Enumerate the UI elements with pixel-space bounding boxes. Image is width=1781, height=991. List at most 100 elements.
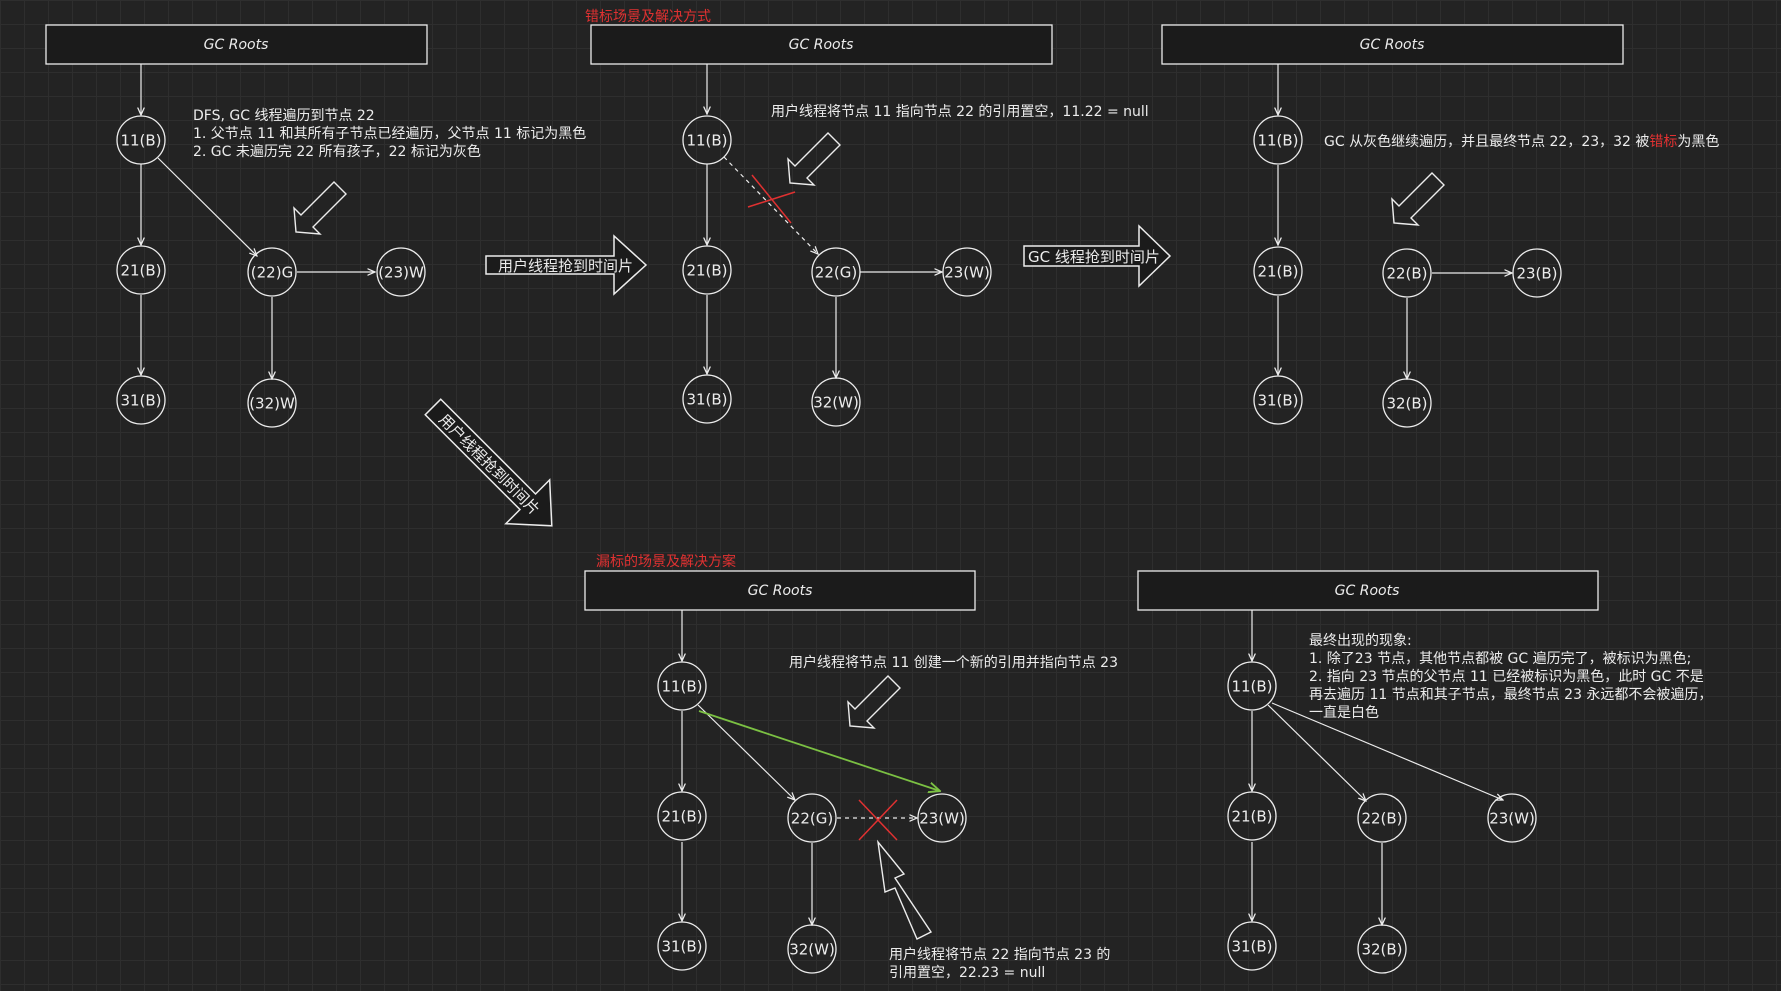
node-21 — [657, 791, 707, 841]
node-22-label: 22(B) — [1386, 265, 1427, 283]
node-11-label: 11(B) — [120, 132, 161, 150]
node-32 — [247, 378, 297, 428]
note-line-3: 2. 指向 23 节点的父节点 11 已经被标识为黑色，此时 GC 不是 — [1309, 668, 1704, 685]
node-11 — [116, 115, 166, 165]
note-line-5: 一直是白色 — [1309, 704, 1379, 721]
node-31 — [116, 375, 166, 425]
node-31-label: 31(B) — [1257, 392, 1298, 410]
note-line-2: 1. 除了23 节点，其他节点都被 GC 遍历完了，被标识为黑色; — [1309, 650, 1691, 667]
node-11 — [1227, 661, 1277, 711]
node-21-label: 21(B) — [1231, 808, 1272, 826]
node-31-label: 31(B) — [661, 938, 702, 956]
gc-roots-box — [45, 24, 428, 65]
node-32-label: 32(B) — [1386, 395, 1427, 413]
note-2-line-2: 引用置空，22.23 = null — [889, 965, 1045, 981]
node-31 — [1253, 375, 1303, 425]
panel-4: 漏标的场景及解决方案 GC Roots 11(B) 21(B) 22(G) 23… — [584, 553, 1118, 981]
pointer-arrow — [787, 132, 841, 186]
node-11-label: 11(B) — [661, 678, 702, 696]
node-22-label: 22(G) — [815, 264, 857, 282]
node-32-label: (32)W — [249, 395, 295, 413]
node-21 — [1227, 791, 1277, 841]
node-23 — [1512, 248, 1562, 298]
node-32 — [1357, 924, 1407, 974]
panel-3: GC Roots 11(B) 21(B) 22(B) 23(B) 31(B) 3… — [1161, 24, 1719, 428]
panel-title: 错标场景及解决方式 — [585, 9, 711, 25]
node-31-label: 31(B) — [686, 391, 727, 409]
node-21-label: 21(B) — [686, 262, 727, 280]
node-21-label: 21(B) — [661, 808, 702, 826]
node-21-label: 21(B) — [1257, 263, 1298, 281]
node-11 — [657, 661, 707, 711]
note: 用户线程将节点 11 创建一个新的引用并指向节点 23 — [789, 654, 1118, 671]
node-11 — [682, 115, 732, 165]
pointer-arrow — [847, 675, 901, 729]
node-22 — [787, 793, 837, 843]
node-31-label: 31(B) — [120, 392, 161, 410]
note: 用户线程将节点 11 指向节点 22 的引用置空，11.22 = null — [771, 103, 1149, 120]
node-23-label: 23(W) — [1489, 810, 1535, 828]
node-32-label: 32(B) — [1361, 941, 1402, 959]
node-22-label: 22(G) — [791, 810, 833, 828]
node-11-label: 11(B) — [686, 132, 727, 150]
gc-roots-label: GC Roots — [1360, 37, 1425, 53]
note-line-2: 1. 父节点 11 和其所有子节点已经遍历，父节点 11 标记为黑色 — [193, 125, 586, 142]
node-11-label: 11(B) — [1231, 678, 1272, 696]
flow-arrow-3: 用户线程抢到时间片 — [424, 398, 553, 527]
gc-roots-label: GC Roots — [1335, 583, 1400, 599]
node-32 — [787, 924, 837, 974]
node-32-label: 32(W) — [789, 941, 835, 959]
node-21 — [682, 245, 732, 295]
flow-arrow-1: 用户线程抢到时间片 — [485, 234, 648, 296]
node-23-label: 23(B) — [1516, 265, 1557, 283]
node-11-label: 11(B) — [1257, 132, 1298, 150]
node-31-label: 31(B) — [1231, 938, 1272, 956]
node-31 — [657, 921, 707, 971]
flow-arrow-1-label: 用户线程抢到时间片 — [498, 257, 633, 275]
node-22 — [811, 247, 861, 297]
note-line-4: 再去遍历 11 节点和其子节点，最终节点 23 永远都不会被遍历， — [1309, 687, 1712, 703]
gc-roots-box — [584, 570, 976, 611]
node-21 — [1253, 246, 1303, 296]
node-23 — [1487, 793, 1537, 843]
gc-roots-box — [1161, 24, 1624, 65]
panel-2: 错标场景及解决方式 GC Roots 11(B) 21(B) 22(G) 23(… — [585, 9, 1149, 427]
note-line-1: 最终出现的现象: — [1309, 633, 1412, 649]
gc-roots-box — [590, 24, 1053, 65]
gc-roots-label: GC Roots — [748, 583, 813, 599]
node-23 — [942, 247, 992, 297]
node-22 — [247, 247, 297, 297]
node-31 — [1227, 921, 1277, 971]
node-21-label: 21(B) — [120, 262, 161, 280]
flow-arrow-3-label: 用户线程抢到时间片 — [435, 411, 543, 519]
note-2-line-1: 用户线程将节点 22 指向节点 23 的 — [889, 946, 1110, 963]
node-21 — [116, 245, 166, 295]
note-line-3: 2. GC 未遍历完 22 所有孩子，22 标记为灰色 — [193, 143, 481, 160]
node-23 — [917, 793, 967, 843]
panel-1: GC Roots 11(B) 21(B) (22)G (23)W 31(B) (… — [45, 24, 586, 428]
flow-arrow-2-label: GC 线程抢到时间片 — [1028, 248, 1160, 266]
node-32-label: 32(W) — [813, 394, 859, 412]
note: GC 从灰色继续遍历，并且最终节点 22，23，32 被错标为黑色 — [1324, 133, 1719, 150]
pointer-arrow — [293, 181, 347, 235]
gc-roots-box — [1137, 570, 1599, 611]
node-23-label: (23)W — [378, 264, 424, 282]
node-22 — [1357, 793, 1407, 843]
node-32 — [1382, 378, 1432, 428]
node-11 — [1253, 115, 1303, 165]
node-31 — [682, 374, 732, 424]
node-22-label: (22)G — [251, 264, 293, 282]
node-22-label: 22(B) — [1361, 810, 1402, 828]
flow-arrow-2: GC 线程抢到时间片 — [1023, 224, 1172, 288]
node-32 — [811, 377, 861, 427]
node-23-label: 23(W) — [919, 810, 965, 828]
node-23-label: 23(W) — [944, 264, 990, 282]
pointer-arrow-up — [876, 839, 933, 940]
panel-5: GC Roots 11(B) 21(B) 22(B) 23(W) 31(B) 3… — [1137, 570, 1712, 974]
panel-title: 漏标的场景及解决方案 — [596, 553, 736, 570]
node-22 — [1382, 248, 1432, 298]
gc-roots-label: GC Roots — [789, 37, 854, 53]
pointer-arrow — [1391, 172, 1445, 226]
node-23 — [376, 247, 426, 297]
